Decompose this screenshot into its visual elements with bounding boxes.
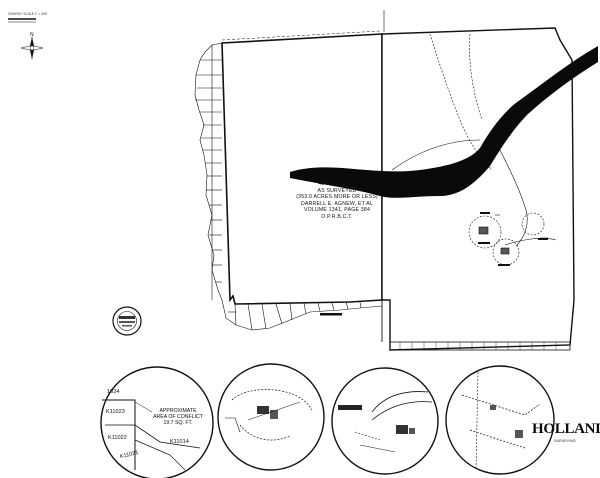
detail-circle-c bbox=[331, 367, 439, 475]
tract-id-1024: 1024 bbox=[107, 389, 120, 395]
tract-description: 414.78 ACRES AS SURVEYED (353.0 ACRES MO… bbox=[282, 181, 392, 221]
deed-reference: VOLUME 1341, PAGE 384 bbox=[303, 207, 371, 214]
scale-label: GRAPHIC SCALE 1" = 300' bbox=[8, 12, 48, 16]
owner-name: DARRELL E. AGNEW, ET AL bbox=[300, 200, 374, 207]
north-arrow-icon bbox=[20, 37, 44, 59]
detail-circle-conflict bbox=[100, 366, 214, 478]
alt-acreage: (353.0 ACRES MORE OR LESS) bbox=[296, 194, 378, 201]
detail-circle-d bbox=[445, 365, 555, 475]
subdivision-lots-south bbox=[221, 299, 383, 331]
tract-id-k11022: K11022 bbox=[108, 435, 127, 441]
road-labels bbox=[320, 212, 548, 316]
trail-lines bbox=[391, 33, 557, 247]
tract-id-k11014: K11014 bbox=[170, 439, 189, 445]
acreage-label: 414.78 ACRES bbox=[318, 181, 356, 187]
graphic-scale bbox=[8, 18, 36, 23]
company-logo: HOLLAND SURVEYING bbox=[532, 421, 600, 443]
conflict-note-line-1: APPROXIMATE bbox=[159, 408, 197, 414]
easement-band bbox=[290, 46, 598, 198]
tract-boundary-west bbox=[221, 30, 383, 305]
surveyor-seal bbox=[112, 306, 142, 336]
subdivision-lots-west bbox=[194, 42, 223, 301]
company-tagline: SURVEYING bbox=[554, 439, 576, 443]
conflict-note-line-3: 19.7 SQ. FT. bbox=[163, 419, 193, 426]
conflict-note: APPROXIMATE AREA OF CONFLICT 19.7 SQ. FT… bbox=[148, 408, 208, 426]
tract-id-k11023: K11023 bbox=[106, 409, 125, 415]
records-ref: O.P.R.B.C.T. bbox=[321, 213, 353, 220]
conflict-note-line-2: AREA OF CONFLICT bbox=[153, 413, 203, 420]
survey-note: AS SURVEYED bbox=[317, 187, 357, 194]
detail-circle-b bbox=[217, 363, 325, 471]
company-name: HOLLAND bbox=[532, 421, 600, 437]
south-parcel-strip bbox=[389, 341, 571, 351]
north-label: N bbox=[30, 32, 34, 38]
